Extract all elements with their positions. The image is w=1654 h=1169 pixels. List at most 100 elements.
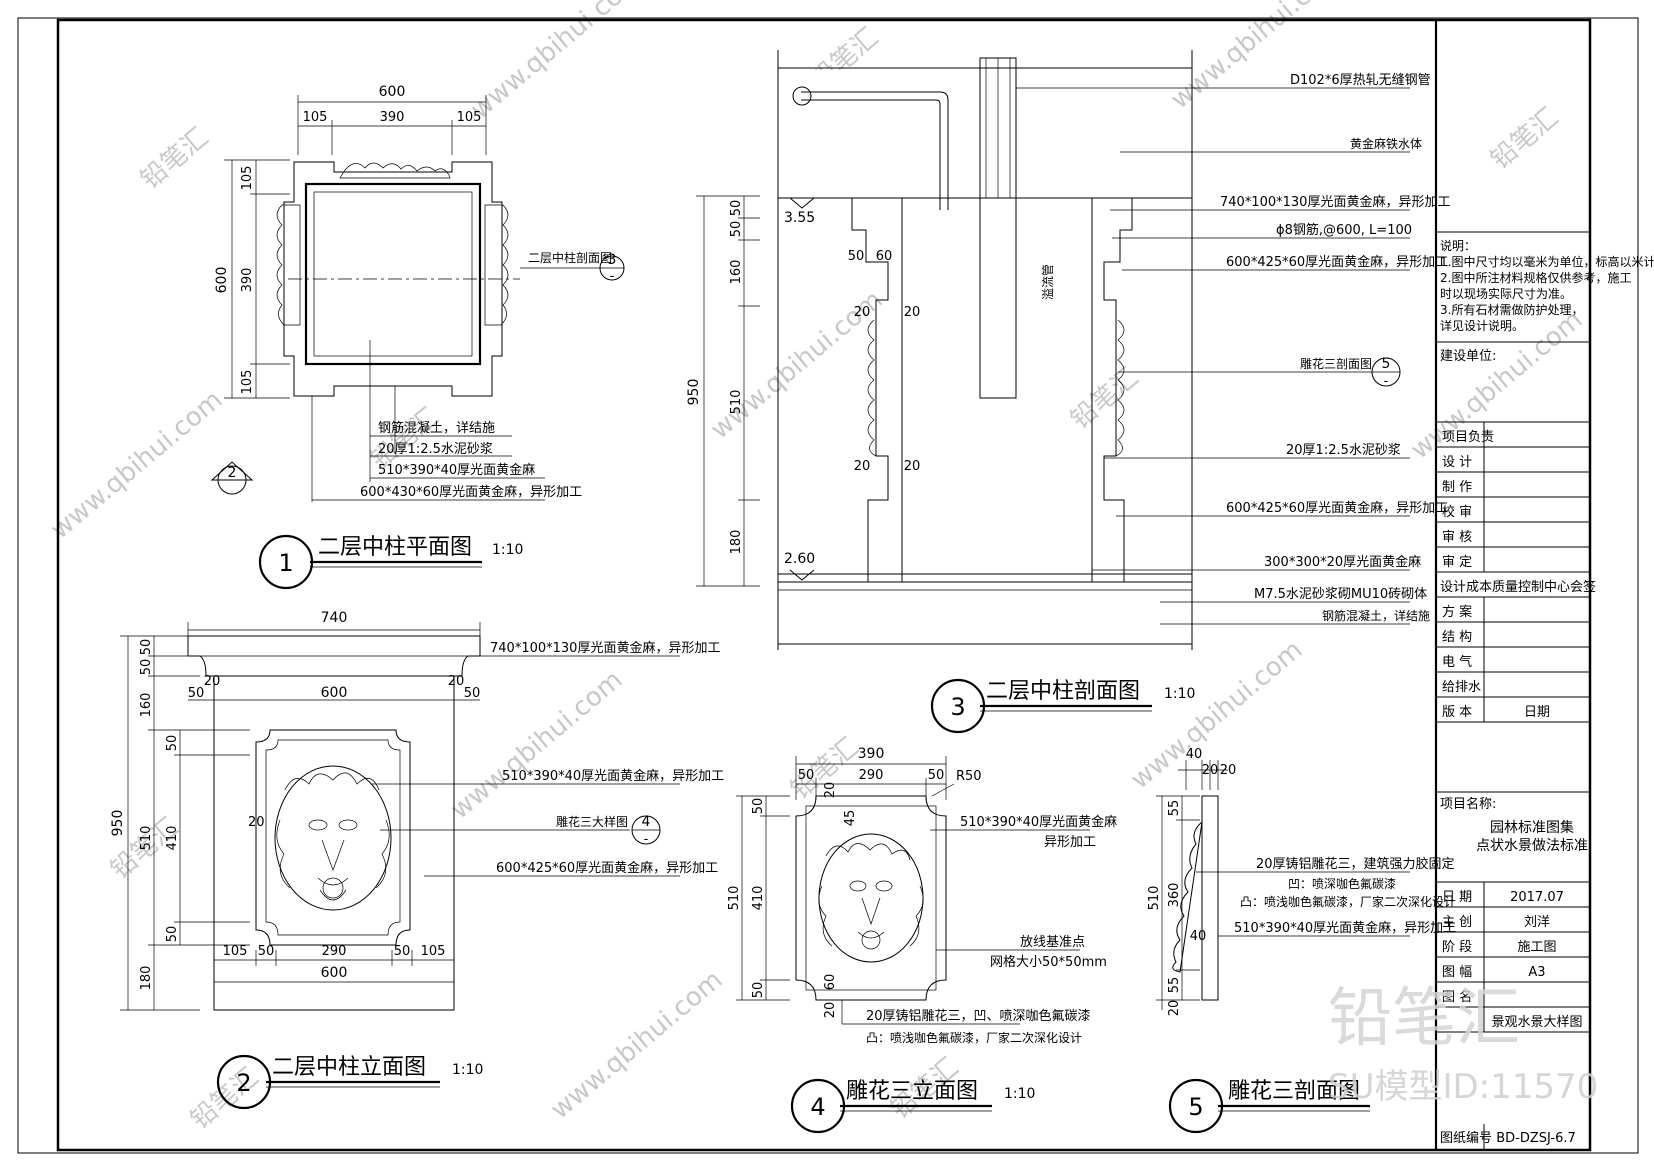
carv-dim-i60: 60 xyxy=(823,974,838,991)
tb-label-rows-3: 校 审 xyxy=(1442,504,1472,520)
tb-note-1: 1.图中尺寸均以毫米为单位，标高以米计。 xyxy=(1440,254,1654,269)
lion-head-carving-icon xyxy=(818,833,924,963)
section-callout-6: 雕花三剖面图 xyxy=(1300,356,1372,371)
carv-dim-50b: 50 xyxy=(928,768,945,783)
elev-dim-l50a: 50 xyxy=(139,639,154,656)
section-dim-20d: 20 xyxy=(904,459,921,474)
csec-dim-t20b: 20 xyxy=(1220,763,1237,778)
elev-dim-b290: 290 xyxy=(322,944,347,959)
carv-dim-i45: 45 xyxy=(843,810,858,827)
view-plan: 600 105 390 105 600 105 390 105 二层中柱剖面图 … xyxy=(210,84,625,590)
section-dim-20a: 20 xyxy=(854,305,871,320)
watermark-model-id: SU模型ID:11570 xyxy=(1328,1067,1598,1107)
tb-project-name-1: 点状水景做法标准 xyxy=(1476,838,1588,854)
csec-callout-2: 凹：喷深咖色氟碳漆 xyxy=(1288,876,1396,891)
carv-callout-3: 放线基准点 xyxy=(1020,935,1085,950)
csec-dim-t40: 40 xyxy=(1186,747,1203,762)
section-ref-dash: - xyxy=(1384,374,1389,389)
elev-dim-inner20: 20 xyxy=(248,815,265,830)
watermark-text: 铅笔汇 xyxy=(1485,102,1564,175)
lion-head-carving-icon xyxy=(274,765,392,911)
section-dim-20c: 20 xyxy=(854,459,871,474)
tb-note-0: 说明： xyxy=(1440,238,1476,253)
tb-value-rows3-3: A3 xyxy=(1528,965,1545,980)
plan-dim-b: 390 xyxy=(380,110,405,125)
section-callout-5: 600*425*60厚光面黄金麻，异形加工 xyxy=(1226,254,1448,270)
section-title: 二层中柱剖面图 xyxy=(986,679,1140,704)
tb-label-rows3-4: 图 名 xyxy=(1442,989,1472,1005)
watermark-text: 铅笔汇 xyxy=(1065,362,1144,435)
tb-label-rows2-4: 版 本 xyxy=(1442,705,1472,720)
plan-ref-dash: - xyxy=(610,269,615,284)
elev-ref-dash: - xyxy=(644,832,649,847)
carv-dim-l410: 410 xyxy=(751,886,766,911)
plan-dim-vtotal: 600 xyxy=(214,267,230,294)
csec-callout-1: 20厚铸铝雕花三，建筑强力胶固定 xyxy=(1256,856,1455,872)
carv-callout-1: 510*390*40厚光面黄金麻 xyxy=(960,814,1117,830)
tb-label-rows2-3: 给排水 xyxy=(1442,680,1481,695)
section-title-num: 3 xyxy=(950,693,965,721)
csec-title-num: 5 xyxy=(1188,1093,1203,1121)
elev-dim-600: 600 xyxy=(321,685,348,701)
carv-dim-l510: 510 xyxy=(727,886,742,911)
watermark-text: www.qbihui.com xyxy=(545,965,728,1125)
section-elev-bot: 2.60 xyxy=(784,551,815,567)
elev-dim-l50b: 50 xyxy=(139,659,154,676)
elev-callout-2: 510*390*40厚光面黄金麻，异形加工 xyxy=(502,768,724,784)
section-callout-3: 740*100*130厚光面黄金麻，异形加工 xyxy=(1220,194,1450,210)
section-dim-20b: 20 xyxy=(904,305,921,320)
elev-dim-l410: 410 xyxy=(165,826,180,851)
tb-value-rows3-1: 刘洋 xyxy=(1524,915,1550,930)
tb-value-rows2-4: 日期 xyxy=(1524,705,1550,720)
elev-dim-l50c: 50 xyxy=(165,735,180,752)
section-callout-2: 黄金麻铁水体 xyxy=(1350,136,1422,151)
section-dim-60: 60 xyxy=(876,249,893,264)
carv-radius: R50 xyxy=(956,769,982,784)
elev-dim-b50b: 50 xyxy=(394,944,411,959)
title-block: 说明： 1.图中尺寸均以毫米为单位，标高以米计。 2.图中所注材料规格仅供参考，… xyxy=(1434,20,1654,1150)
csec-title: 雕花三剖面图 xyxy=(1228,1079,1360,1104)
tb-label-rows-5: 审 定 xyxy=(1442,555,1472,570)
plan-title-num: 1 xyxy=(278,549,293,577)
view-section: 溢流管 3.55 2.60 50 50 160 510 180 950 50 6… xyxy=(686,50,1450,734)
csec-dim-l55a: 55 xyxy=(1167,800,1182,817)
csec-dim-l40: 40 xyxy=(1190,929,1207,944)
carv-title: 雕花三立面图 xyxy=(846,1079,978,1104)
plan-dim-a: 105 xyxy=(303,110,328,125)
tb-note-2: 2.图中所注材料规格仅供参考，施工 xyxy=(1440,270,1631,285)
carv-callout-5: 20厚铸铝雕花三，凹、喷深咖色氟碳漆 xyxy=(866,1008,1091,1024)
elev-dim-b50a: 50 xyxy=(258,944,275,959)
view-elevation: 740 50 20 600 20 50 50 50 160 950 50 510… xyxy=(110,610,724,1110)
tb-label-rows3-1: 主 创 xyxy=(1442,915,1472,930)
tb-label-rows2-0: 方 案 xyxy=(1442,604,1472,620)
plan-dim-c: 105 xyxy=(457,110,482,125)
plan-dim-vc: 105 xyxy=(240,370,255,395)
tb-value-rows3-2: 施工图 xyxy=(1517,940,1556,955)
section-callout-1: D102*6厚热轧无缝钢管 xyxy=(1290,73,1431,88)
plan-dim-vb: 390 xyxy=(240,268,255,293)
tb-label-rows-2: 制 作 xyxy=(1442,480,1472,495)
elev-dim-740: 740 xyxy=(321,610,348,626)
tb-label-rows-4: 审 核 xyxy=(1442,530,1472,545)
section-ref-num: 5 xyxy=(1382,356,1391,372)
tb-value-rows3-5: 景观水景大样图 xyxy=(1491,1015,1582,1030)
elev-callout-1: 740*100*130厚光面黄金麻，异形加工 xyxy=(490,640,720,656)
outer-frame xyxy=(17,17,1639,1154)
carv-dim-290: 290 xyxy=(859,768,884,783)
elev-dim-b105b: 105 xyxy=(421,944,446,959)
plan-dim-total: 600 xyxy=(379,84,406,100)
carv-callout-2: 异形加工 xyxy=(1044,835,1096,850)
watermark-text: 铅笔汇 xyxy=(135,122,214,195)
section-callout-10: M7.5水泥砂浆砌MU10砖砌体 xyxy=(1254,587,1427,602)
carv-callout-4: 网格大小50*50mm xyxy=(990,954,1107,970)
elev-dim-50a: 50 xyxy=(188,686,205,701)
carv-dim-l50a: 50 xyxy=(751,798,766,815)
plan-dim-va: 105 xyxy=(240,166,255,191)
plan-ref-label: 二层中柱剖面图 xyxy=(528,250,612,265)
tb-label-rows-1: 设 计 xyxy=(1442,455,1472,470)
csec-dim-l360: 360 xyxy=(1167,883,1182,908)
tb-label-rows3-3: 图 幅 xyxy=(1442,965,1472,980)
elev-title-num: 2 xyxy=(236,1069,251,1097)
watermark-text: www.qbihui.com xyxy=(45,385,228,545)
